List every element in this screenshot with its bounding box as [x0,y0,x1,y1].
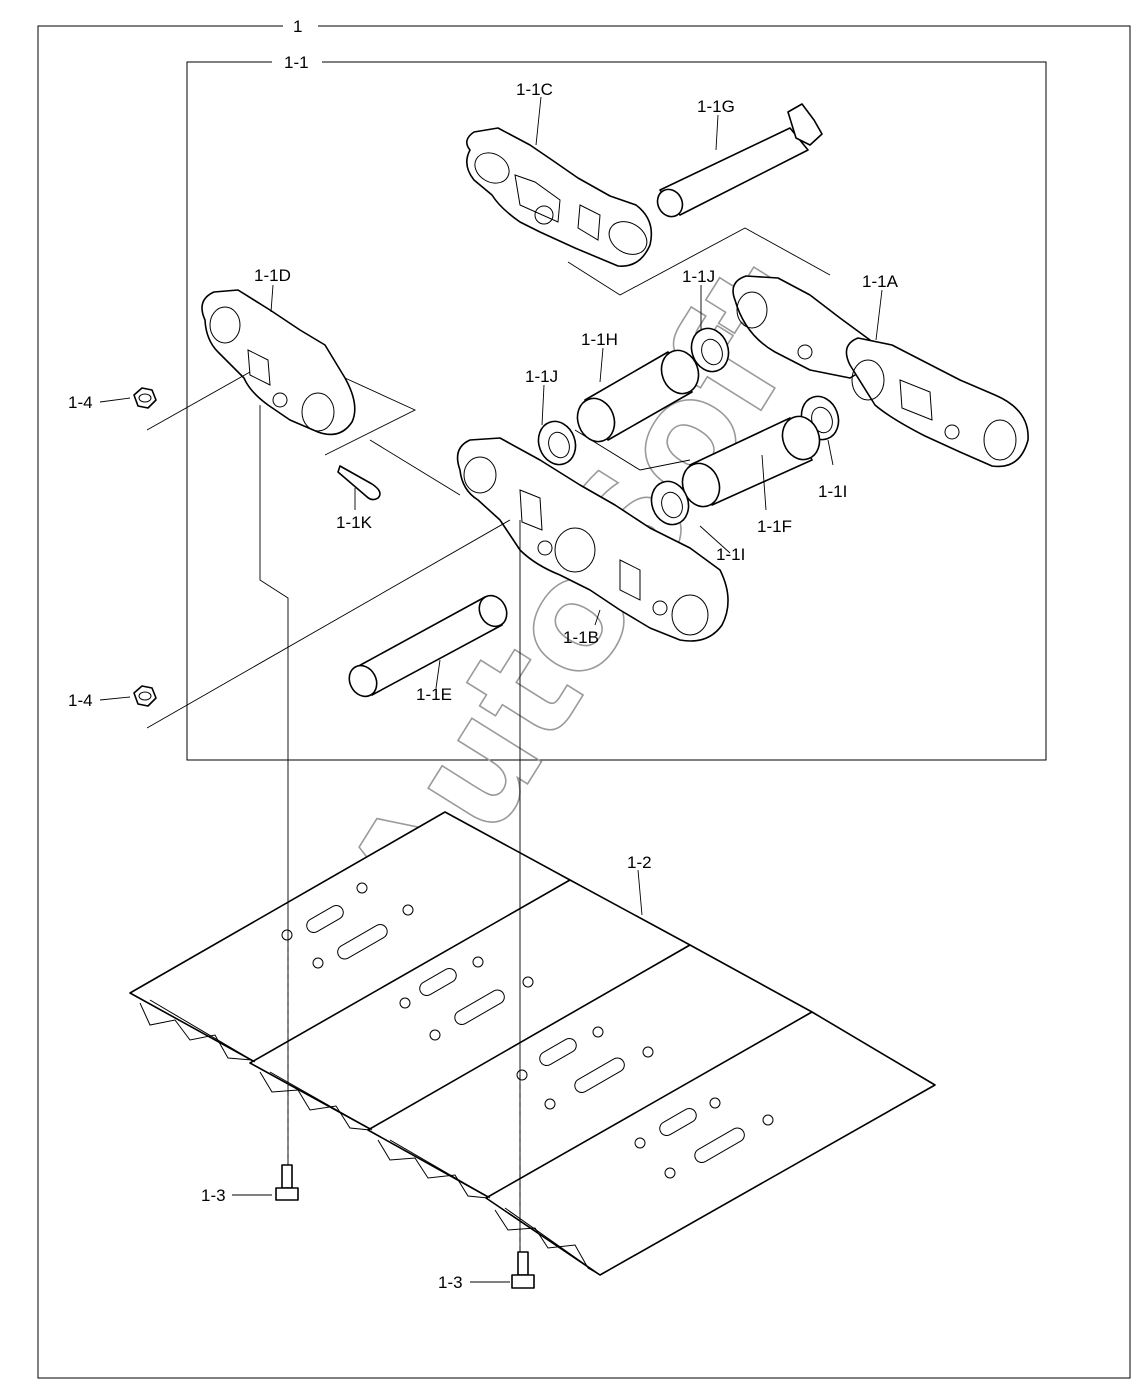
bolt-1-3-left [275,1164,299,1201]
link-1-1d [201,289,356,436]
label-pin-1-1e: 1-1E [416,685,452,704]
label-pin-1-1k: 1-1K [336,513,373,532]
inner-frame [186,61,1047,761]
label-shoe-1-2: 1-2 [627,853,652,872]
label-link-assembly: 1-1 [284,53,309,72]
link-1-1b [456,437,729,642]
label-pin-1-1g: 1-1G [697,97,735,116]
label-bushing-1-1h: 1-1H [581,330,618,349]
link-1-1a-outer [845,337,1029,468]
label-nut-1-4-lower: 1-4 [68,691,93,710]
bushing-1-1h [576,349,700,443]
label-link-1-1b: 1-1B [563,628,599,647]
hidden-lines [287,938,521,1252]
label-bolt-1-3-left: 1-3 [201,1186,226,1205]
seal-1-1j-top [690,327,730,373]
pin-1-1g [656,103,823,218]
label-link-1-1a: 1-1A [862,272,899,291]
label-seal-1-1j-left: 1-1J [525,367,558,386]
nut-1-4-upper [133,387,157,409]
label-nut-1-4-upper: 1-4 [68,393,93,412]
seal-1-1i-mid [650,480,690,526]
seal-1-1j-left [537,420,577,466]
label-link-1-1d: 1-1D [254,266,291,285]
link-1-1c [466,127,653,267]
label-assembly: 1 [293,17,302,36]
label-bolt-1-3-bottom: 1-3 [438,1273,463,1292]
labels: 1 1-1 1-1C 1-1G 1-1D 1-1A 1-1J 1-1H 1-1J… [68,17,899,1292]
nut-1-4-lower [133,685,157,707]
pin-1-1e [348,594,508,698]
label-seal-1-1i-mid: 1-1I [716,545,745,564]
track-shoes-1-2 [129,811,936,1276]
bushing-1-1f [681,415,821,508]
label-link-1-1c: 1-1C [516,80,553,99]
label-bushing-1-1f: 1-1F [757,517,792,536]
bolt-1-3-bottom [511,1251,535,1289]
label-seal-1-1j-top: 1-1J [682,267,715,286]
leader-lines [99,96,883,1283]
outer-frame [37,25,1131,1379]
pin-1-1k [337,465,381,501]
label-seal-1-1i-right: 1-1I [818,482,847,501]
